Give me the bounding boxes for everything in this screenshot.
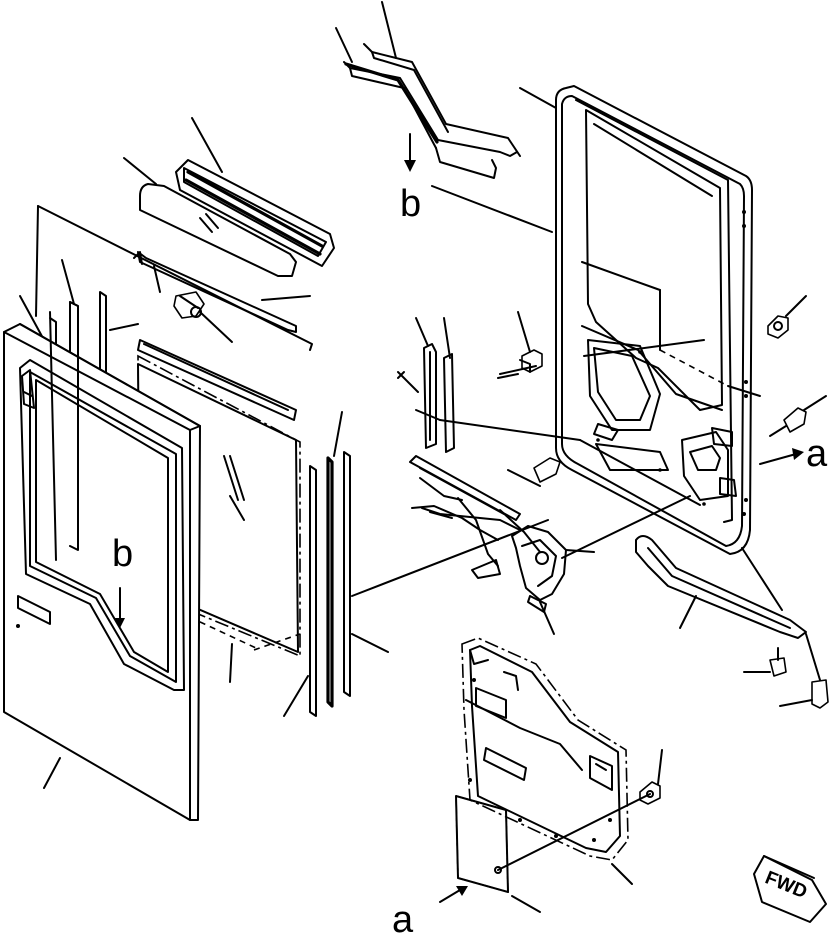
fasteners-right	[635, 295, 829, 709]
reference-label-a-bottom: a	[392, 899, 414, 936]
upper-weatherstrip-parts	[335, 1, 521, 179]
window-regulator-parts	[397, 311, 595, 635]
reference-label-b-top: b	[400, 183, 421, 225]
upper-trim-parts	[123, 117, 335, 343]
reference-label-b-door: b	[112, 533, 133, 575]
door-trim-panel	[455, 637, 663, 913]
reference-arrows	[404, 133, 416, 172]
door-outer-panel	[3, 301, 201, 821]
door-frame	[519, 85, 753, 555]
connection-lines	[351, 185, 761, 903]
reference-label-a-right: a	[806, 433, 828, 475]
fwd-direction-badge: FWD	[753, 855, 827, 923]
